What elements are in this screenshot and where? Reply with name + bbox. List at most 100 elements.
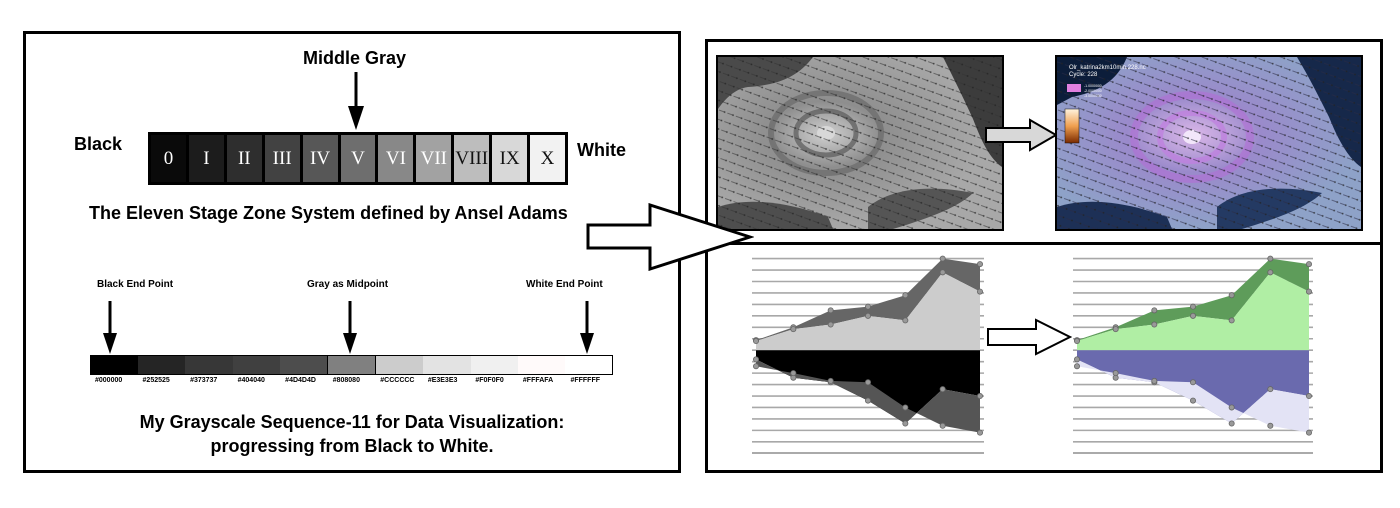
zone-cell: X — [530, 135, 565, 182]
data-point — [902, 420, 909, 427]
data-point — [939, 386, 946, 393]
upper-top-area — [756, 258, 980, 342]
sequence-code-label: #373737 — [190, 377, 218, 384]
black-end-arrow-icon — [103, 301, 117, 354]
legend-value-1: -1.0000000 — [1084, 84, 1102, 88]
upper-base-area — [756, 272, 980, 351]
sequence-code-label: #FFFAFA — [522, 377, 554, 384]
sequence-code-label: #F0F0F0 — [475, 377, 504, 384]
data-point — [1190, 312, 1197, 319]
zone-cell: III — [264, 135, 300, 182]
data-point — [1190, 397, 1197, 404]
sequence-swatch — [91, 356, 139, 374]
sequence-code-label: #FFFFFF — [570, 377, 601, 384]
sequence-code-label: #808080 — [332, 377, 360, 384]
data-point — [790, 326, 797, 333]
data-point — [753, 356, 759, 363]
legend-value-2: -2.0000000 — [1084, 89, 1102, 93]
white-end-arrow-icon — [580, 301, 594, 354]
data-point — [865, 303, 872, 310]
midpoint-arrow-icon — [343, 301, 357, 354]
zone-cell: IV — [302, 135, 338, 182]
grayscale-area-chart — [752, 255, 984, 454]
chart-transform-arrow-icon — [987, 318, 1072, 356]
white-label: White — [577, 140, 626, 160]
sequence-swatch — [232, 356, 280, 374]
zone-cell: 0 — [151, 135, 186, 182]
sequence-swatch — [138, 356, 186, 374]
sequence-caption-line2: progressing from Black to White. — [210, 436, 494, 456]
legend-value-3: -3.0000000 — [1084, 94, 1102, 98]
sequence-swatch — [564, 356, 613, 374]
sequence-swatch — [423, 356, 471, 374]
data-point — [753, 363, 759, 370]
zone-system-caption: The Eleven Stage Zone System defined by … — [89, 203, 568, 223]
data-point — [827, 377, 834, 384]
data-point — [976, 261, 983, 268]
data-point — [1228, 317, 1235, 324]
black-label: Black — [74, 134, 123, 154]
sequence-code-label: #000000 — [95, 377, 123, 384]
upper-top-area — [1077, 258, 1309, 342]
sequence-swatch — [376, 356, 424, 374]
map-cycle-label: Cycle: 228 — [1069, 72, 1098, 78]
data-point — [1305, 261, 1312, 268]
data-point — [1228, 404, 1235, 411]
data-point — [1074, 338, 1080, 345]
data-point — [1190, 303, 1197, 310]
black-end-point-label: Black End Point — [97, 279, 174, 290]
data-point — [1074, 356, 1080, 363]
grayscale-hurricane-map — [716, 55, 1004, 231]
sequence-code-label: #252525 — [142, 377, 170, 384]
sequence-swatch — [279, 356, 327, 374]
map-file-label: Olr_katrina2km10min.228.nc — [1069, 65, 1146, 71]
data-point — [1112, 370, 1119, 377]
sequence-swatch — [470, 356, 518, 374]
zone-cell: VII — [416, 135, 452, 182]
lower-bottom-area — [1077, 359, 1309, 433]
zone-cell: VI — [378, 135, 414, 182]
data-point — [1267, 255, 1274, 262]
data-point — [1190, 379, 1197, 386]
data-point — [1151, 321, 1158, 328]
data-point — [976, 288, 983, 295]
sequence-caption-line1: My Grayscale Sequence-11 for Data Visual… — [139, 412, 565, 432]
zone-cell: V — [340, 135, 376, 182]
sequence-code-label: #4D4D4D — [285, 377, 316, 384]
colored-hurricane-map: Olr_katrina2km10min.228.nc Cycle: 228 -1… — [1055, 55, 1363, 231]
map-transform-arrow-icon — [985, 118, 1058, 152]
colored-area-chart — [1073, 255, 1313, 454]
sequence-code-label: #E3E3E3 — [427, 377, 458, 384]
data-point — [1267, 386, 1274, 393]
panel-divider — [705, 242, 1383, 245]
zone-cell: VIII — [454, 135, 490, 182]
data-point — [902, 317, 909, 324]
data-point — [902, 292, 909, 299]
data-point — [1305, 429, 1312, 436]
data-point — [865, 379, 872, 386]
zone-cell: IX — [492, 135, 528, 182]
big-connector-arrow-icon — [586, 203, 754, 271]
sequence-swatch — [185, 356, 233, 374]
data-point — [827, 321, 834, 328]
lower-bottom-area — [756, 359, 980, 433]
data-point — [939, 269, 946, 276]
data-point — [1151, 377, 1158, 384]
data-point — [1267, 422, 1274, 429]
sequence-swatch — [517, 356, 565, 374]
data-point — [1228, 420, 1235, 427]
white-end-point-label: White End Point — [526, 279, 603, 290]
data-point — [790, 370, 797, 377]
data-point — [1305, 288, 1312, 295]
zone-system-panel — [23, 31, 681, 473]
grayscale-sequence-strip — [90, 355, 613, 375]
data-point — [827, 307, 834, 314]
data-point — [976, 429, 983, 436]
middle-gray-arrow-icon — [348, 72, 364, 130]
data-point — [865, 397, 872, 404]
zone-cell: II — [226, 135, 262, 182]
data-point — [1228, 292, 1235, 299]
data-point — [865, 312, 872, 319]
data-point — [939, 422, 946, 429]
